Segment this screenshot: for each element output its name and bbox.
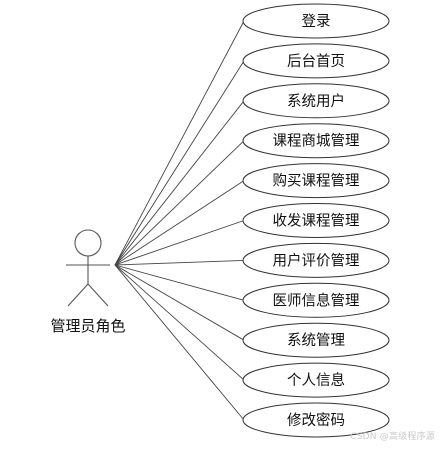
actor-left-leg xyxy=(67,283,89,307)
association-line xyxy=(114,100,245,266)
use-case-ellipse xyxy=(242,402,390,438)
association-line xyxy=(114,264,245,381)
association-line xyxy=(114,20,245,266)
use-case-ellipse xyxy=(242,163,390,199)
use-case: 系统用户 xyxy=(242,83,390,119)
use-case: 课程商城管理 xyxy=(242,123,390,159)
use-case-ellipse xyxy=(242,203,390,238)
use-case: 后台首页 xyxy=(242,43,390,79)
use-case: 登录 xyxy=(242,3,390,39)
use-case: 系统管理 xyxy=(242,322,390,358)
use-case-label: 课程商城管理 xyxy=(273,133,360,150)
association-line xyxy=(114,60,245,266)
association-line xyxy=(114,264,245,421)
association-line xyxy=(114,140,245,266)
actor-figure: 管理员角色 xyxy=(50,229,126,335)
use-case-ellipse xyxy=(242,43,390,79)
use-case-label: 修改密码 xyxy=(287,412,345,429)
association-line xyxy=(114,264,245,301)
use-case-label: 个人信息 xyxy=(287,372,345,389)
use-case-ellipse xyxy=(242,362,390,398)
use-case: 医师信息管理 xyxy=(242,282,390,318)
association-line xyxy=(114,259,245,266)
use-case-ellipse xyxy=(242,83,390,119)
use-case: 收发课程管理 xyxy=(242,203,390,238)
use-case-ellipse xyxy=(242,242,390,278)
actor-label: 管理员角色 xyxy=(50,317,125,335)
use-case: 个人信息 xyxy=(242,362,390,398)
use-case: 用户评价管理 xyxy=(242,242,390,278)
watermark: CSDN @高级程序源 xyxy=(350,432,435,442)
association-line xyxy=(114,220,245,266)
association-line xyxy=(114,264,245,341)
use-case-label: 医师信息管理 xyxy=(273,292,360,309)
use-case: 购买课程管理 xyxy=(242,163,390,199)
use-case-label: 系统管理 xyxy=(287,332,345,349)
use-case-label: 系统用户 xyxy=(287,93,345,110)
association-lines xyxy=(114,20,245,421)
use-case-list: 登录后台首页系统用户课程商城管理购买课程管理收发课程管理用户评价管理医师信息管理… xyxy=(242,3,390,438)
actor-head xyxy=(74,229,102,257)
use-case-label: 登录 xyxy=(302,13,331,30)
use-case-label: 购买课程管理 xyxy=(273,173,360,190)
use-case-label: 收发课程管理 xyxy=(273,213,360,230)
actor-right-leg xyxy=(87,283,109,307)
association-line xyxy=(114,180,245,266)
use-case-ellipse xyxy=(242,282,390,318)
use-case: 修改密码 xyxy=(242,402,390,438)
use-case-label: 后台首页 xyxy=(287,53,345,70)
use-case-ellipse xyxy=(242,123,390,159)
use-case-ellipse xyxy=(242,3,390,39)
use-case-label: 用户评价管理 xyxy=(273,252,360,269)
use-case-ellipse xyxy=(242,322,390,358)
